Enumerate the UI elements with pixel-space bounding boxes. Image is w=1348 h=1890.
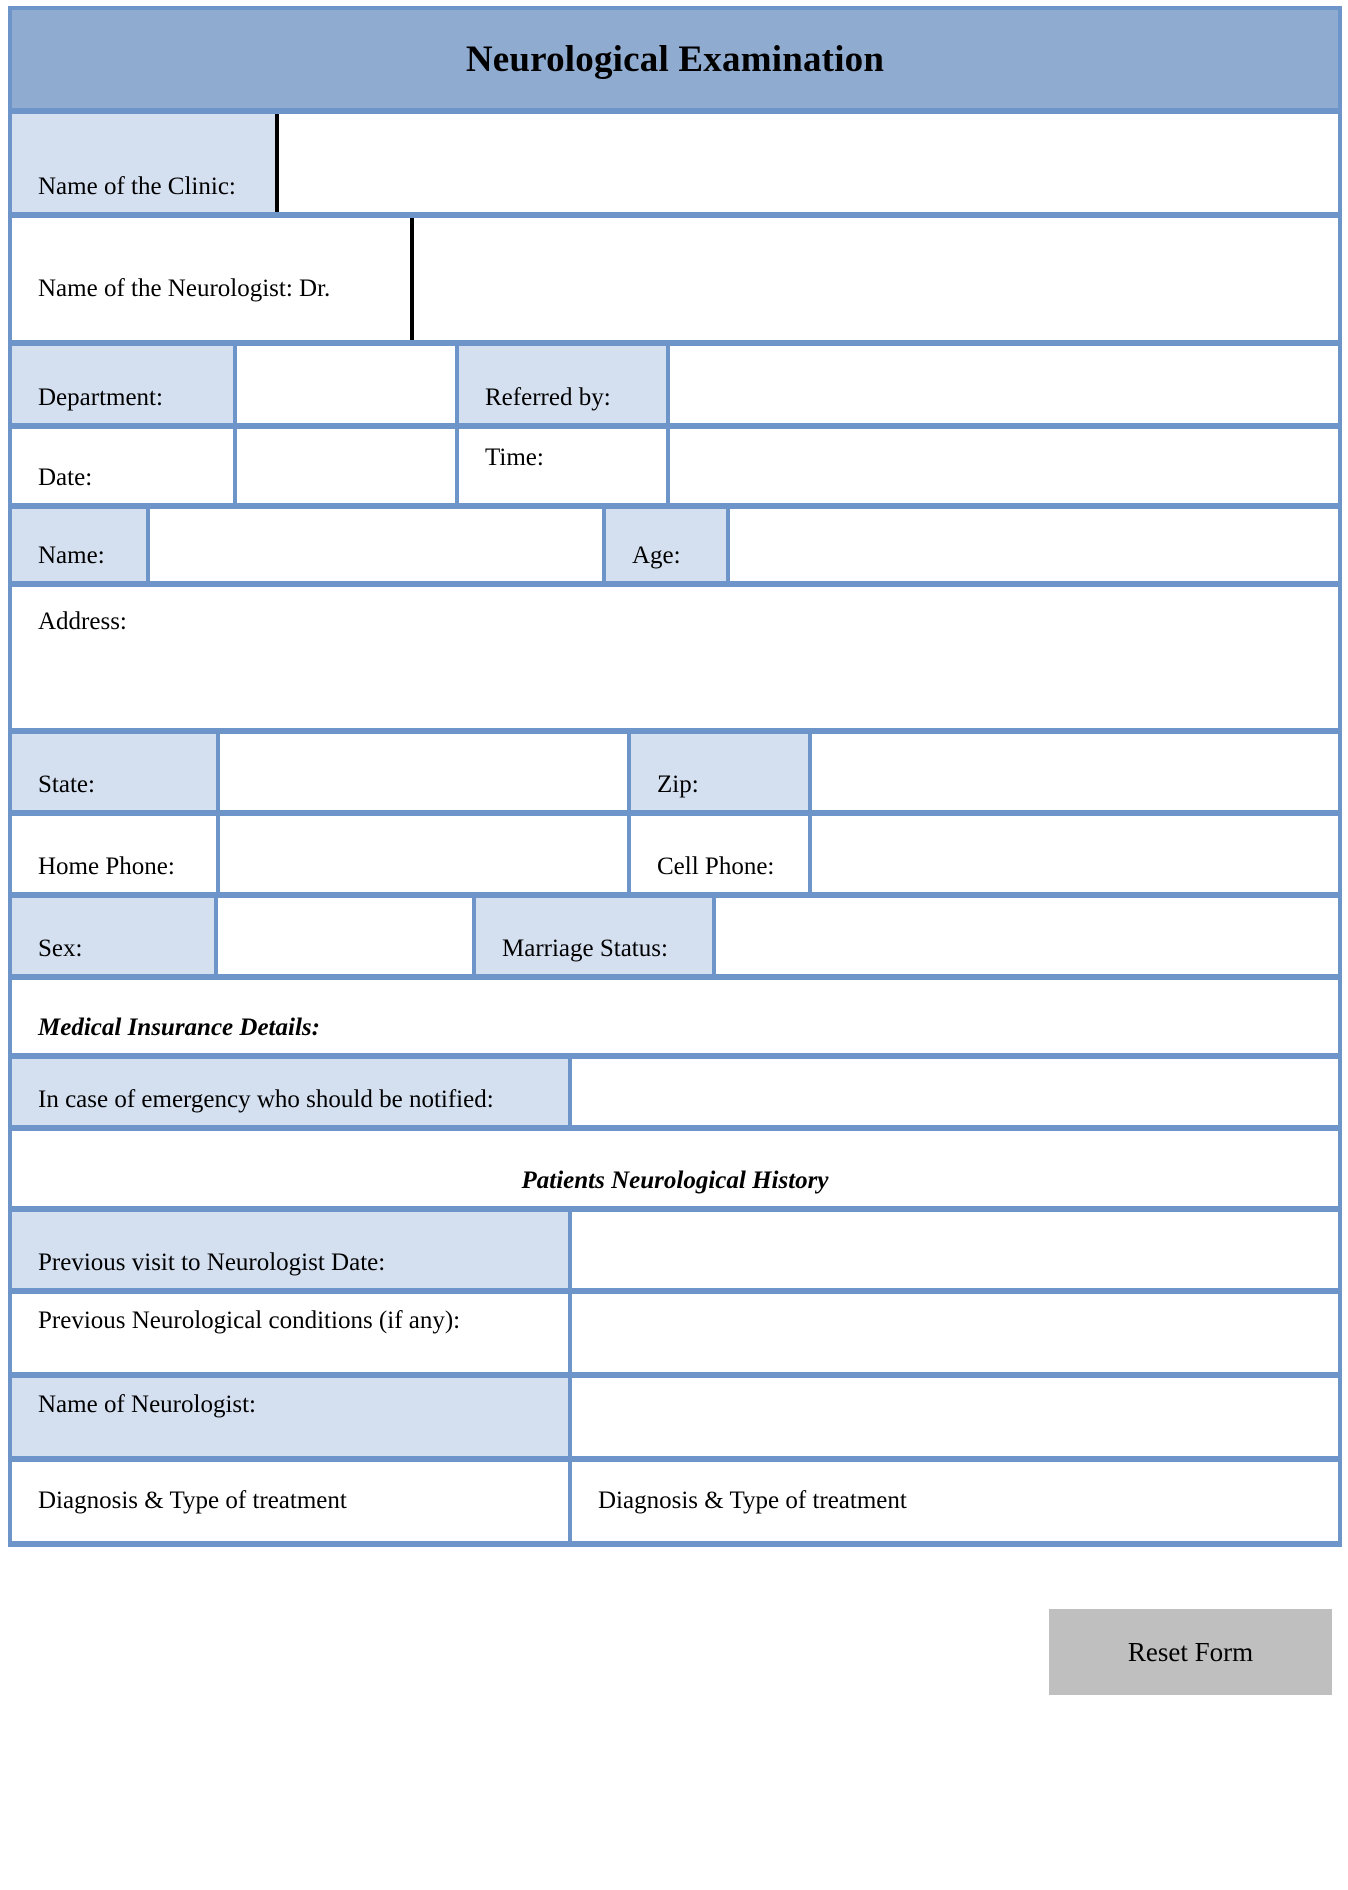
row-history-heading: Patients Neurological History <box>12 1131 1338 1212</box>
row-emergency: In case of emergency who should be notif… <box>12 1059 1338 1131</box>
previous-conditions-input[interactable] <box>572 1294 1338 1372</box>
patient-age-label: Age: <box>606 509 730 581</box>
row-state-zip: State: Zip: <box>12 734 1338 816</box>
row-insurance-heading: Medical Insurance Details: <box>12 980 1338 1059</box>
marriage-status-input[interactable] <box>716 898 1338 974</box>
department-label: Department: <box>12 346 237 423</box>
previous-conditions-label: Previous Neurological conditions (if any… <box>12 1294 572 1372</box>
row-clinic: Name of the Clinic: <box>12 114 1338 218</box>
referred-by-label: Referred by: <box>459 346 670 423</box>
row-diagnosis: Diagnosis & Type of treatment Diagnosis … <box>12 1462 1338 1547</box>
row-previous-conditions: Previous Neurological conditions (if any… <box>12 1294 1338 1378</box>
zip-input[interactable] <box>812 734 1338 810</box>
row-previous-visit: Previous visit to Neurologist Date: <box>12 1212 1338 1294</box>
patient-name-label: Name: <box>12 509 150 581</box>
date-label: Date: <box>12 429 237 503</box>
row-address: Address: <box>12 587 1338 734</box>
row-sex-marriage: Sex: Marriage Status: <box>12 898 1338 980</box>
neurologist-name-label: Name of the Neurologist: Dr. <box>12 218 414 340</box>
neurological-examination-form: Neurological Examination Name of the Cli… <box>8 6 1342 1547</box>
row-name-age: Name: Age: <box>12 509 1338 587</box>
clinic-name-input[interactable] <box>279 114 1338 212</box>
home-phone-label: Home Phone: <box>12 816 220 892</box>
date-input[interactable] <box>237 429 459 503</box>
diagnosis-right-label: Diagnosis & Type of treatment <box>572 1462 1338 1541</box>
form-title-bar: Neurological Examination <box>12 6 1338 114</box>
state-label: State: <box>12 734 220 810</box>
address-label: Address: <box>12 587 1338 728</box>
zip-label: Zip: <box>631 734 812 810</box>
patient-name-input[interactable] <box>150 509 606 581</box>
page-title: Neurological Examination <box>465 38 885 80</box>
form-footer: Reset Form <box>8 1547 1342 1707</box>
neurologist-name-input[interactable] <box>414 218 1338 340</box>
marriage-status-label: Marriage Status: <box>476 898 716 974</box>
sex-label: Sex: <box>12 898 218 974</box>
patient-age-input[interactable] <box>730 509 1338 581</box>
sex-input[interactable] <box>218 898 476 974</box>
referred-by-input[interactable] <box>670 346 1338 423</box>
reset-form-button[interactable]: Reset Form <box>1049 1609 1332 1695</box>
diagnosis-left-label: Diagnosis & Type of treatment <box>12 1462 572 1541</box>
previous-visit-label: Previous visit to Neurologist Date: <box>12 1212 572 1288</box>
insurance-heading: Medical Insurance Details: <box>12 980 1338 1053</box>
row-history-neurologist: Name of Neurologist: <box>12 1378 1338 1462</box>
emergency-contact-label: In case of emergency who should be notif… <box>12 1059 572 1125</box>
row-department: Department: Referred by: <box>12 346 1338 429</box>
clinic-name-label: Name of the Clinic: <box>12 114 279 212</box>
history-heading: Patients Neurological History <box>12 1131 1338 1206</box>
department-input[interactable] <box>237 346 459 423</box>
cell-phone-label: Cell Phone: <box>631 816 812 892</box>
time-label: Time: <box>459 429 670 503</box>
cell-phone-input[interactable] <box>812 816 1338 892</box>
history-neurologist-input[interactable] <box>572 1378 1338 1456</box>
time-input[interactable] <box>670 429 1338 503</box>
previous-visit-input[interactable] <box>572 1212 1338 1288</box>
emergency-contact-input[interactable] <box>572 1059 1338 1125</box>
row-date-time: Date: Time: <box>12 429 1338 509</box>
state-input[interactable] <box>220 734 631 810</box>
row-phones: Home Phone: Cell Phone: <box>12 816 1338 898</box>
home-phone-input[interactable] <box>220 816 631 892</box>
row-neurologist: Name of the Neurologist: Dr. <box>12 218 1338 346</box>
history-neurologist-label: Name of Neurologist: <box>12 1378 572 1456</box>
